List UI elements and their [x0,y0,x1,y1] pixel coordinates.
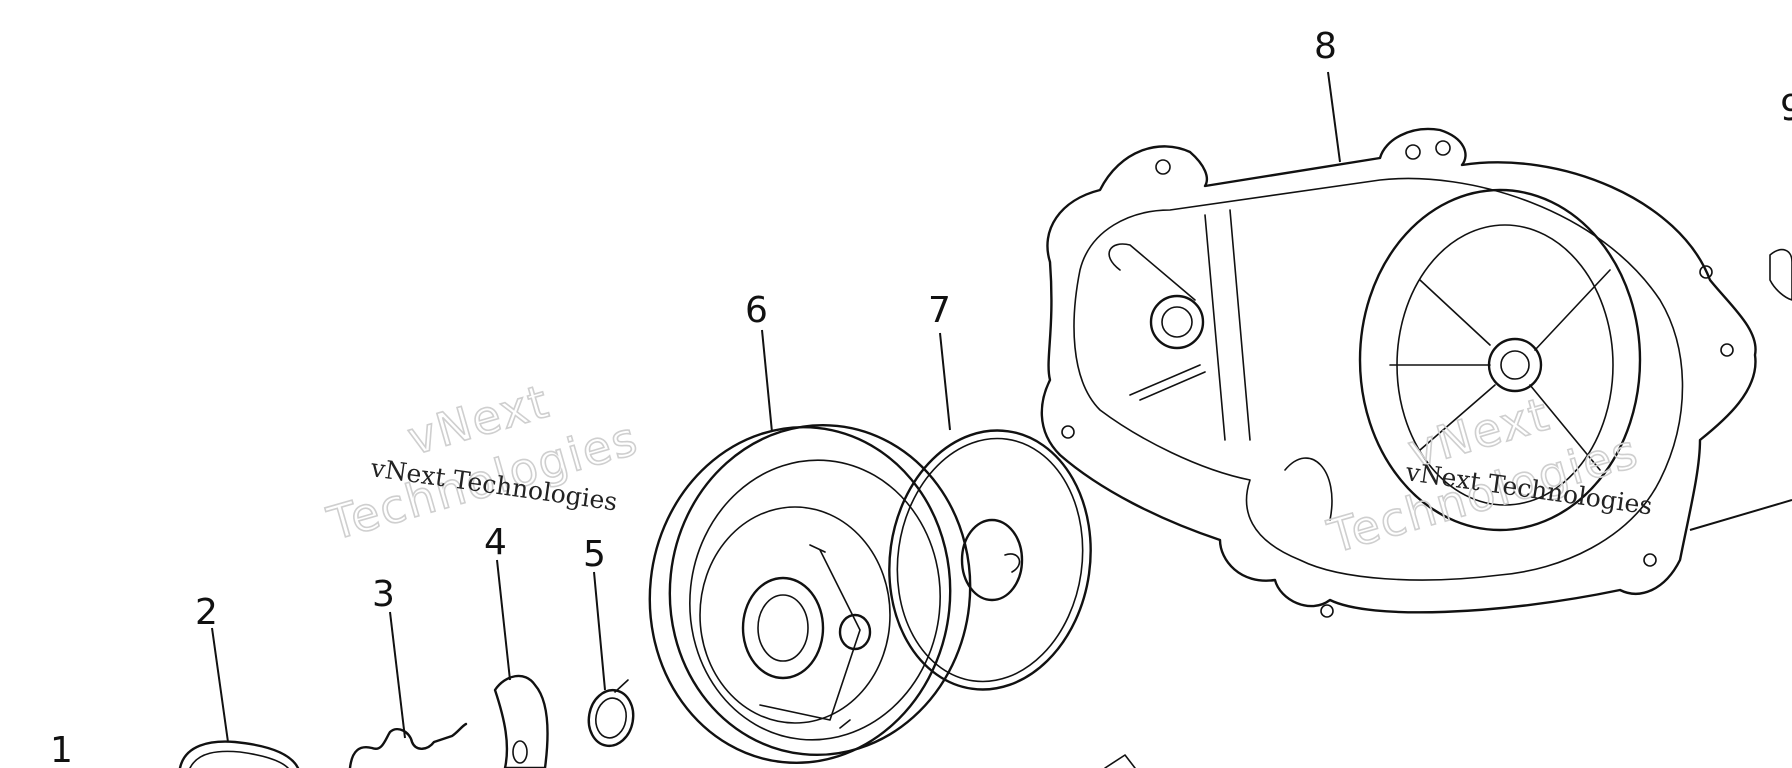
leader-lines [211,71,1792,743]
part-3-clip [348,722,468,768]
watermark-right: vNext Technologies vNext Technologies [1321,386,1654,565]
part-4-pawl [493,674,549,768]
callout-numbers: 1 2 3 4 5 6 7 8 9 [50,26,1792,768]
part-2-ring [178,740,300,768]
callout-2: 2 [195,592,218,633]
callout-7: 7 [928,290,951,331]
callout-9: 9 [1780,88,1792,129]
part-5-spring [587,679,635,748]
part-9-fragment [1104,754,1136,768]
part-7-plate [888,429,1092,691]
callout-1: 1 [50,730,73,768]
watermark-left: vNext Technologies vNext Technologies [320,373,645,552]
part-8-housing [1040,127,1792,618]
callout-4: 4 [484,522,507,563]
callout-3: 3 [372,574,395,615]
part-6-reel [648,423,972,765]
callout-5: 5 [583,534,606,575]
callout-8: 8 [1314,26,1337,67]
callout-6: 6 [745,290,768,331]
